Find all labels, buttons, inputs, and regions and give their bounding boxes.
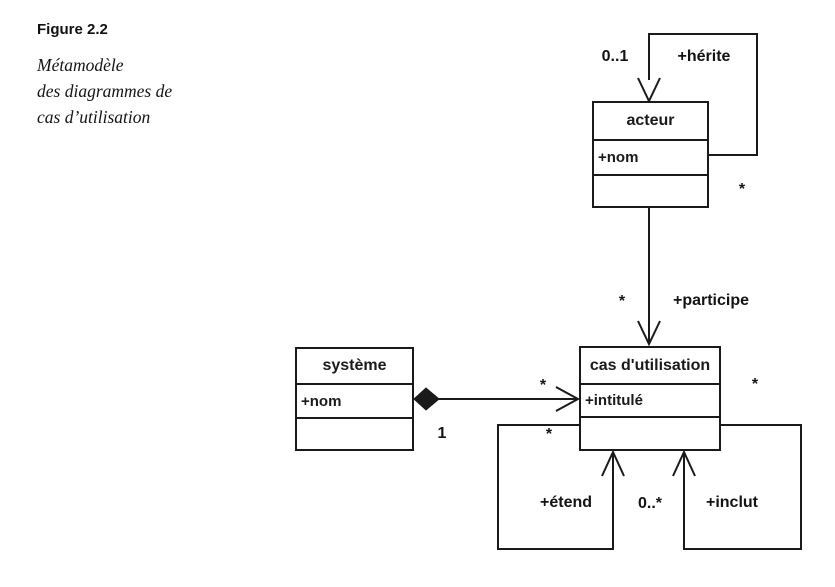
role-etend: +étend <box>539 494 593 511</box>
figure-caption-line-3: cas d’utilisation <box>37 107 151 127</box>
class-acteur-attribute: +nom <box>594 141 707 176</box>
multiplicity-participe-acteur: * <box>618 293 626 310</box>
multiplicity-systeme-source: 1 <box>437 425 447 442</box>
figure-caption-line-2: des diagrammes de <box>37 81 173 101</box>
inclut-association <box>672 424 802 550</box>
class-cas-utilisation: cas d'utilisation +intitulé <box>579 346 721 451</box>
open-arrowhead-icon <box>555 386 581 412</box>
class-cas-utilisation-attribute: +intitulé <box>581 385 719 418</box>
multiplicity-systeme-cas-target: * <box>539 377 547 394</box>
figure-number: Figure 2.2 <box>37 21 108 38</box>
class-systeme-name: système <box>297 349 412 385</box>
multiplicity-herite-source: * <box>738 181 746 198</box>
class-acteur-operations-compartment <box>594 176 707 206</box>
multiplicity-etend-near: * <box>545 426 553 443</box>
systeme-cas-association <box>413 386 581 412</box>
role-participe: +participe <box>672 292 750 309</box>
role-inclut: +inclut <box>705 494 759 511</box>
class-systeme-attribute: +nom <box>297 385 412 419</box>
class-systeme: système +nom <box>295 347 414 451</box>
open-arrowhead-icon <box>672 449 696 477</box>
figure-caption-line-1: Métamodèle <box>37 55 124 75</box>
class-acteur-name: acteur <box>594 103 707 141</box>
multiplicity-inclut-near: * <box>751 376 759 393</box>
role-herite: +hérite <box>677 48 731 65</box>
participe-association <box>637 207 661 347</box>
figure-caption: Figure 2.2 Métamodèle des diagrammes de … <box>37 21 172 130</box>
class-cas-utilisation-name: cas d'utilisation <box>581 348 719 385</box>
composition-diamond-icon <box>413 387 440 411</box>
class-acteur: acteur +nom <box>592 101 709 208</box>
multiplicity-herite-target: 0..1 <box>601 48 629 65</box>
etend-association <box>497 424 625 550</box>
class-systeme-operations-compartment <box>297 419 412 449</box>
open-arrowhead-icon <box>601 449 625 477</box>
multiplicity-etend-inclut-shared: 0..* <box>637 495 663 512</box>
class-cas-utilisation-operations-compartment <box>581 418 719 449</box>
open-arrowhead-icon <box>637 77 661 104</box>
open-arrowhead-icon <box>637 320 661 347</box>
